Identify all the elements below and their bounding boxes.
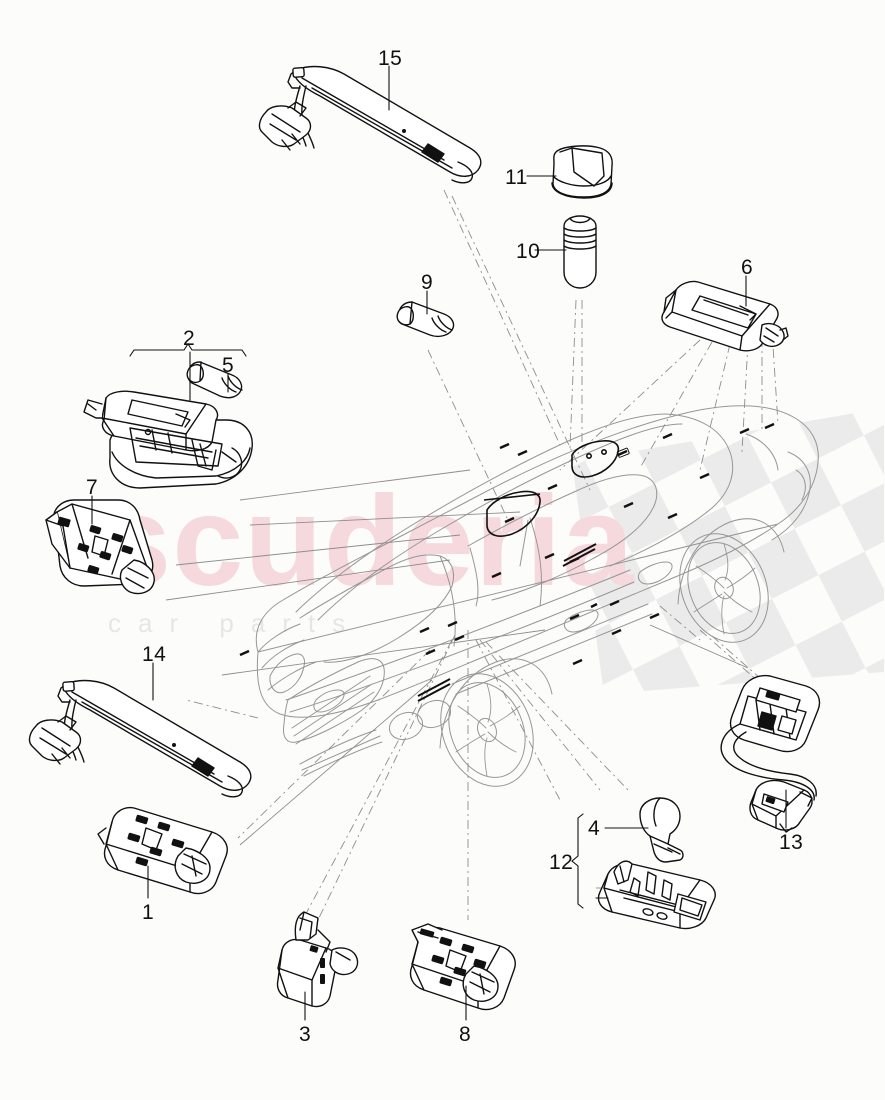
leader-2 xyxy=(239,469,471,501)
callout-label-4: 4 xyxy=(588,817,601,840)
part-4-wedge-bulb xyxy=(639,797,684,863)
callout-label-8: 8 xyxy=(459,1023,472,1046)
part-14-led-strip xyxy=(28,679,252,798)
part-6-light-module xyxy=(661,280,789,352)
part-11-cap xyxy=(551,145,613,199)
part-7-connector xyxy=(45,499,155,595)
watermark-subtitle: car parts xyxy=(108,608,362,638)
part-15-led-strip xyxy=(258,65,482,184)
part-8-connector xyxy=(409,923,516,1011)
callout-label-5: 5 xyxy=(222,354,235,377)
part-9-festoon-bulb xyxy=(396,301,455,338)
callout-label-6: 6 xyxy=(741,256,754,279)
callout-label-2: 2 xyxy=(183,327,196,350)
callout-label-11: 11 xyxy=(505,166,528,189)
part-10-bulb-holder xyxy=(563,215,597,289)
callout-label-13: 13 xyxy=(779,831,804,854)
callout-label-15: 15 xyxy=(378,47,403,70)
part-3-switch-bracket xyxy=(276,911,359,1008)
part-2-lamp-assembly xyxy=(83,390,253,489)
part-13-module-with-cable xyxy=(720,674,821,833)
callout-label-14: 14 xyxy=(142,643,167,666)
callout-label-1: 1 xyxy=(142,901,155,924)
callout-label-12: 12 xyxy=(549,851,574,874)
watermark-brand: scuderia xyxy=(100,470,635,613)
callout-label-9: 9 xyxy=(421,271,434,294)
part-12-lamp-housing xyxy=(597,860,716,930)
callout-label-10: 10 xyxy=(516,240,541,263)
callout-label-7: 7 xyxy=(86,476,99,499)
callout-label-3: 3 xyxy=(299,1023,312,1046)
part-1-connector xyxy=(97,806,228,895)
